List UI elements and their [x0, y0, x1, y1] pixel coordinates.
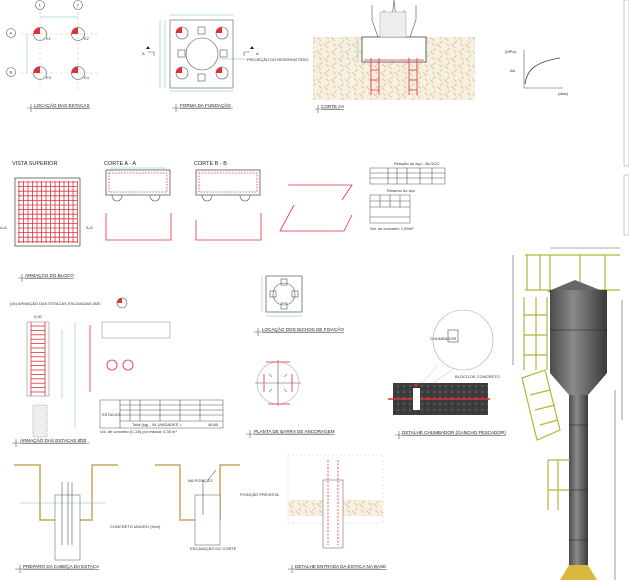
- pile-volume: Vol. de concreto (C-25) por estaca: 0,35…: [100, 429, 177, 434]
- drawing-title: VISTA SUPERIOR: [12, 161, 57, 167]
- drawing-title: CORTE AA: [321, 104, 345, 109]
- drawing-title: ARMAÇÃO DAS ESTACAS Ø30: [20, 437, 87, 443]
- drawing-title: LOCAÇÃO DAS ESTACAS: [34, 102, 90, 108]
- pile-location-drawing: 1 2 A B E1 E2 E3 E4 LOCAÇÃO DAS ESTACAS: [6, 0, 100, 112]
- pile-rebar-header: (0x) ARMAÇÃO DAS ESTACAS ESCAVADAS Ø30: [10, 301, 101, 306]
- drawing-title: PREPARO DA CABEÇA DA ESTACA: [23, 564, 100, 569]
- na-posicao-label: NA POSIÇÃO: [188, 478, 213, 483]
- pile-stirrups: [30, 322, 46, 396]
- escavacao-label: ESCAVAÇÃO DO CORTE: [190, 546, 237, 551]
- level-elevation: 0,00: [34, 314, 43, 319]
- axis-label-1: 1: [39, 3, 42, 8]
- pile-label: E1: [46, 36, 52, 41]
- water-tower-elevation: [512, 247, 623, 580]
- foundation-form-drawing: A A PROJEÇÃO DO RESERVATÓRIO FORMA DA FU…: [142, 14, 308, 112]
- anchor-detail-drawing: CHUMBADOR BLOCO DE CONCRETO DETALHE CHUM…: [388, 309, 506, 439]
- pile-label: E4: [84, 75, 90, 80]
- section-a-drawing: CORTE A - A: [104, 161, 172, 241]
- section-mark: A: [142, 51, 145, 56]
- axis-label-a: A: [10, 31, 13, 36]
- posicao-prevista-label: POSIÇÃO PREVISTA: [240, 492, 279, 497]
- pile-head-drawing: NA POSIÇÃO POSIÇÃO PREVISTA CONCRETO MAG…: [14, 464, 279, 573]
- drawing-title: DETALHE ENTRADA DA ESTACA NA BASE: [295, 564, 386, 569]
- drawing-title: PLANTA DE BARRA DE ANCORAGEM: [254, 429, 335, 434]
- total-label: Total (kg) - 04 UNIDADES =: [132, 422, 182, 427]
- block-volume: Vol. de concreto: 1,59m³: [370, 226, 414, 231]
- concrete-strength-graph: (MPa) fck (dias): [505, 49, 569, 96]
- block-steel-table-title: Relação do aço - BLOCO: [394, 161, 439, 166]
- drawing-title: ARMAÇÃO DO BLOCO: [25, 272, 74, 278]
- pile-markers: [33, 27, 85, 80]
- drawing-title: LOCAÇÃO DOS NICHOS DE FIXAÇÃO: [262, 326, 344, 332]
- section-b-drawing: CORTE B - B: [194, 161, 262, 241]
- graph-ylabel: fck: [510, 68, 515, 73]
- pile-table-label: ESTACAS: [102, 412, 121, 417]
- niche-location-drawing: LOCAÇÃO DOS NICHOS DE FIXAÇÃO: [254, 275, 344, 336]
- total-value: 46,80: [208, 422, 219, 427]
- axis-label-2: 2: [77, 3, 80, 8]
- top-view-drawing: VISTA SUPERIOR A-A A-A: [0, 161, 93, 247]
- drawing-title: CORTE B - B: [194, 161, 227, 167]
- rebar-shape-drawing: [279, 184, 353, 232]
- steel-tables: Relação do aço - BLOCO Resumo do aço Vol…: [369, 161, 446, 231]
- section-mark: A-A: [86, 225, 93, 230]
- drawing-title: FORMA DA FUNDAÇÃO: [180, 102, 231, 108]
- rebar-grid: [18, 181, 78, 243]
- pile-label: E2: [84, 36, 90, 41]
- section-aa-soil-drawing: CORTE AA: [313, 0, 475, 113]
- summary-table-title: Resumo do aço: [387, 188, 416, 193]
- pile-entry-drawing: DETALHE ENTRADA DA ESTACA NA BASE: [287, 454, 386, 573]
- chumbador-label: CHUMBADOR: [430, 336, 456, 341]
- pile-label: E3: [46, 75, 52, 80]
- reservoir-projection-label: PROJEÇÃO DO RESERVATÓRIO: [247, 57, 308, 62]
- concreto-magro-label: CONCRETO MAGRO (5cm): [110, 524, 161, 529]
- section-mark: A-A: [0, 225, 7, 230]
- pile-rebar-drawing: ARMAÇÃO DO BLOCO (0x) ARMAÇÃO DAS ESTACA…: [10, 272, 224, 447]
- graph-xunit: (dias): [558, 91, 569, 96]
- concrete-block-label: BLOCO DE CONCRETO: [455, 374, 500, 379]
- graph-unit: (MPa): [505, 49, 517, 54]
- title-block: [623, 0, 629, 236]
- anchor-plan-drawing: PLANTA DE BARRA DE ANCORAGEM: [246, 360, 335, 438]
- axis-label-b: B: [10, 70, 13, 75]
- section-mark: A: [256, 51, 259, 56]
- drawing-title: CORTE A - A: [104, 161, 136, 167]
- drawing-title: DETALHE CHUMBADOR (GANCHO PESCADOR): [402, 430, 506, 435]
